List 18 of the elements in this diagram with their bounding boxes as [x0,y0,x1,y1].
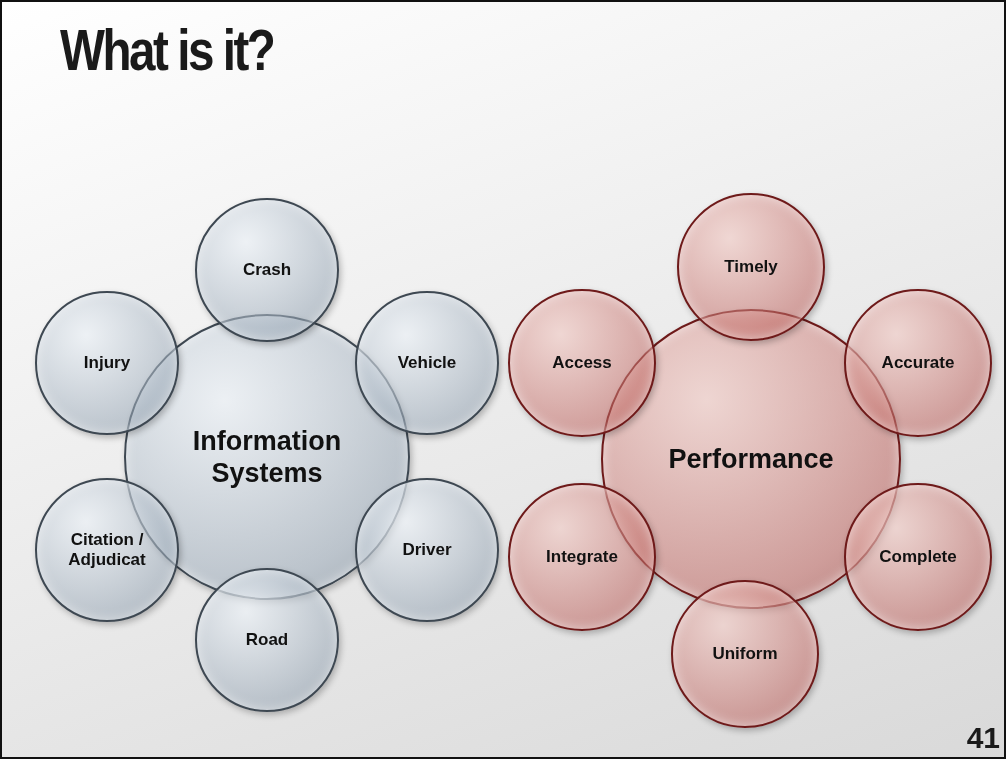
circle-label: Road [245,629,289,651]
satellite-circle [195,568,339,712]
circle-label: Performance [668,442,834,476]
slide-title: What is it? [60,16,274,83]
circle-label: Uniform [712,643,778,665]
satellite-circle [671,580,819,728]
circle-label: Injury [83,352,131,374]
circle-label: Vehicle [397,352,457,374]
circle-label: Citation / Adjudicat [67,529,147,571]
circle-label: Driver [402,539,452,561]
circle-label: Access [552,352,612,374]
page-number: 41 [966,721,1000,755]
circle-label: Integrate [546,546,618,568]
circle-label: Timely [724,256,778,278]
circle-label: Accurate [881,352,955,374]
circle-label: Complete [879,546,957,568]
circle-label: Information Systems [191,424,343,490]
circle-label: Crash [242,259,292,281]
